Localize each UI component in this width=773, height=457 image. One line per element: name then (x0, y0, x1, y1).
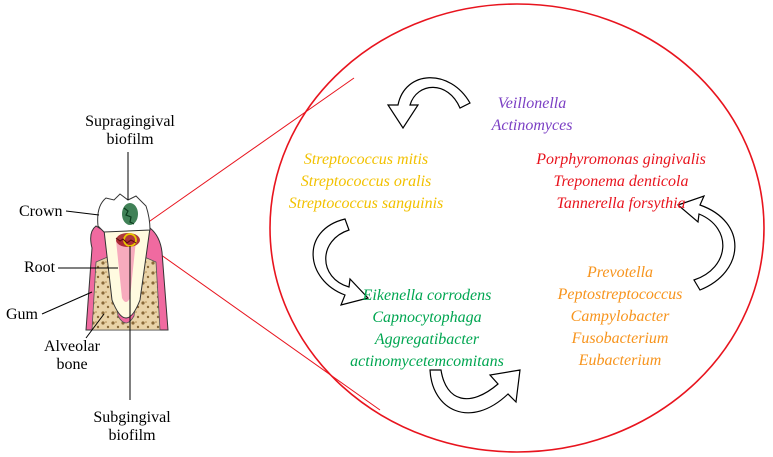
species-actinomycetemcomitans: actinomycetemcomitans (350, 353, 504, 370)
label-supragingival-line1: Supragingival (85, 113, 175, 130)
species-e-corrodens: Eikenella corrodens (362, 287, 492, 304)
group-red: Porphyromonas gingivalis Treponema denti… (514, 149, 728, 215)
species-s-oralis: Streptococcus oralis (300, 173, 432, 190)
curved-arrow-top (386, 77, 471, 130)
species-t-denticola: Treponema denticola (553, 173, 689, 190)
zoom-line-bottom (139, 239, 381, 411)
leader-alveolar (85, 313, 105, 339)
leader-gum (41, 291, 93, 315)
zoom-circle (269, 3, 765, 453)
label-subgingival-line2: biofilm (108, 427, 156, 444)
subgingival-biofilm-mark (115, 233, 140, 247)
species-aggregatibacter: Aggregatibacter (374, 331, 480, 348)
label-supragingival-line2: biofilm (106, 131, 154, 148)
species-prevotella: Prevotella (586, 264, 654, 281)
group-green: Eikenella corrodens Capnocytophaga Aggre… (340, 285, 514, 373)
tooth-illustration (85, 193, 169, 331)
label-alveolar-line2: bone (56, 356, 88, 373)
group-orange: Prevotella Peptostreptococcus Campylobac… (540, 262, 700, 372)
leader-crown (65, 210, 100, 216)
species-veillonella: Veillonella (497, 95, 567, 112)
supragingival-biofilm-mark (122, 203, 138, 225)
label-crown: Crown (19, 203, 63, 220)
group-yellow: Streptococcus mitis Streptococcus oralis… (276, 149, 456, 215)
curved-arrow-right (676, 194, 736, 291)
species-eubacterium: Eubacterium (578, 352, 662, 369)
zoom-line-top (139, 77, 355, 229)
species-actinomyces: Actinomyces (491, 117, 573, 134)
label-subgingival-line1: Subgingival (93, 409, 171, 426)
species-capnocytophaga: Capnocytophaga (372, 309, 482, 326)
species-s-mitis: Streptococcus mitis (303, 151, 429, 168)
label-supragingival: Supragingival biofilm (80, 113, 180, 149)
species-peptostreptococcus: Peptostreptococcus (557, 286, 683, 303)
label-alveolar-line1: Alveolar (44, 338, 100, 355)
curved-arrow-left (312, 218, 370, 306)
species-campylobacter: Campylobacter (570, 308, 670, 325)
label-alveolar: Alveolar bone (40, 338, 104, 374)
label-subgingival: Subgingival biofilm (84, 409, 180, 445)
group-purple: Veillonella Actinomyces (472, 93, 592, 137)
pulp-shape (116, 240, 136, 302)
species-p-gingivalis: Porphyromonas gingivalis (536, 151, 706, 168)
curved-arrow-bottom (429, 369, 521, 414)
species-fusobacterium: Fusobacterium (571, 330, 669, 347)
species-t-forsythia: Tannerella forsythia (556, 195, 686, 212)
label-root: Root (24, 259, 56, 276)
species-s-sanguinis: Streptococcus sanguinis (288, 195, 444, 212)
label-gum: Gum (6, 306, 38, 323)
